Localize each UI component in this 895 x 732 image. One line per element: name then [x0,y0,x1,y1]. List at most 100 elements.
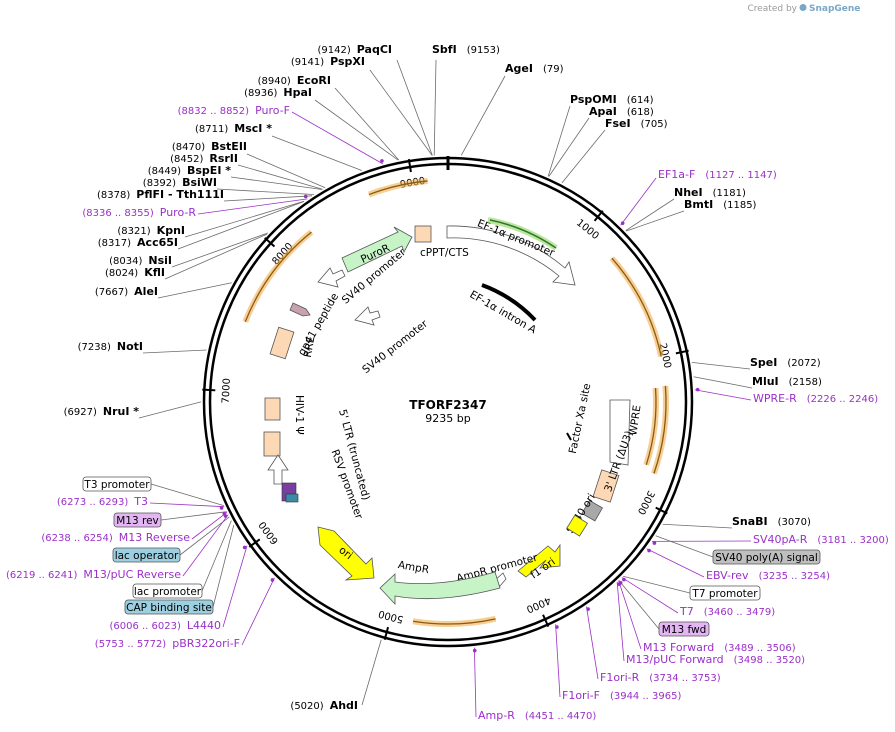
site-leader-9 [271,135,362,171]
site-name-2: PspXI [330,55,365,68]
orange-arc-puro [368,180,428,196]
site-pos-3: (79) [543,64,564,75]
site-name-11: RsrII [209,152,238,165]
site-pos-15: (1181) [713,188,746,199]
site-leader-12 [230,176,323,190]
rsv-promoter-arrow-icon [267,454,289,485]
site-pos-20: (8024) [105,268,138,279]
site-name-25: NruI * [103,405,139,418]
site-name-16: BmtI [684,198,713,211]
site-name-26: SnaBI [732,515,768,528]
primer-mark-16 [270,578,275,582]
site-leader-18 [177,201,304,250]
primer-leader-2 [620,177,657,226]
site-leader-1 [433,59,437,156]
site-pos-5: (8936) [244,88,277,99]
tick-label-7000: 7000 [221,378,233,404]
primer-pos-0: (8832 .. 8852) [178,106,250,117]
ef1a-green-arc-line [489,219,557,249]
site-leader-2 [369,69,433,156]
tick-4000 [542,614,550,628]
plasmid-size: 9235 bp [425,412,470,425]
tick-label-6000: 6000 [257,519,281,546]
site-leader-6 [547,105,571,177]
ltr3-box [592,469,620,503]
gp41-feature [289,302,311,317]
site-pos-21: (7667) [95,287,128,298]
plasmid-name: TFORF2347 [409,398,486,412]
primer-leader-14 [182,514,229,577]
primer-pos-16: (5753 .. 5772) [95,639,167,650]
site-leader-16 [626,210,685,232]
site-name-10: BstEII [211,140,247,153]
sv40-ori-box [581,499,603,522]
site-name-15: NheI [674,186,703,199]
tick-label-5000: 5000 [377,607,404,624]
orf-arcs [242,177,669,627]
primer-leader-13 [191,511,228,540]
boxed-label-text: lac operator [115,550,179,562]
site-name-21: AleI [134,285,158,298]
boxed-label-m13-rev: M13 rev [113,512,162,528]
cap-cluster-box [285,493,299,503]
boxed-label-t7-promoter: T7 promoter [689,585,761,601]
boxed-label-lac-promoter: lac promoter [132,583,203,599]
orange-arc-2500a [653,385,667,474]
primer-mark-8 [617,582,621,587]
primer-pos-12: (6273 .. 6293) [57,497,129,508]
orange-arc-ampr [412,618,496,625]
primer-labels: Puro-F(8832 .. 8852)Puro-R(8336 .. 8355)… [6,104,889,722]
site-leader-24 [693,376,753,389]
boxed-label-lac-operator: lac operator [112,547,181,563]
site-name-7: ApaI [589,105,617,118]
tick-label-4000: 4000 [524,594,552,614]
primer-mark-3 [695,387,700,392]
tick-label-3000: 3000 [635,489,656,517]
primer-name-5: EBV-rev [706,569,749,582]
site-leader-7 [548,117,590,177]
primer-pos-5: (3235 .. 3254) [759,571,831,582]
site-name-18: Acc65I [137,236,178,249]
site-name-12: BspEI * [187,164,231,177]
primer-mark-12 [219,506,224,510]
site-leader-5 [314,99,399,161]
boxed-leader [618,580,660,630]
site-leader-0 [396,59,433,156]
site-name-22: NotI [117,340,143,353]
ori-feature [317,526,375,581]
factor-xa-label: Factor Xa site [567,382,594,454]
primer-name-8: M13/pUC Forward [626,653,724,666]
site-pos-24: (2158) [789,377,822,388]
site-leader-25 [138,401,202,419]
site-pos-2: (9141) [291,57,324,68]
ampr-label: AmpR [397,559,430,576]
boxed-label-bg [132,583,203,599]
primer-pos-10: (3944 .. 3965) [610,691,682,702]
primer-name-6: T7 [679,605,694,618]
factor-xa-mark [566,432,572,441]
boxed-label-text: T3 promoter [83,479,150,491]
hiv-psi-label: HIV-1 Ψ [293,395,305,435]
primer-pos-9: (3734 .. 3753) [649,673,721,684]
boxed-label-bg [124,599,214,615]
primer-pos-4: (3181 .. 3200) [817,535,889,546]
site-pos-0: (9142) [318,45,351,56]
site-pos-25: (6927) [64,407,97,418]
boxed-label-bg [82,476,152,492]
boxed-label-text: SV40 poly(A) signal [715,552,818,564]
boxed-label-sv40-polya: SV40 poly(A) signal [712,549,821,565]
primer-mark-15 [242,545,247,550]
sv40-promoter-2-label: SV40 promoter [360,317,430,376]
boxed-label-bg [112,547,181,563]
boxed-leader [655,535,714,558]
tick-6000 [248,538,261,548]
primer-pos-11: (4451 .. 4470) [525,711,597,722]
primer-leader-7 [618,580,642,650]
primer-leader-11 [474,647,477,718]
site-pos-11: (8452) [170,154,203,165]
primer-name-2: EF1a-F [658,168,695,181]
site-leader-13 [216,188,314,195]
boxed-label-cap-site: CAP binding site [124,599,214,615]
site-name-1: SbfI [432,43,457,56]
site-name-5: HpaI [283,86,312,99]
